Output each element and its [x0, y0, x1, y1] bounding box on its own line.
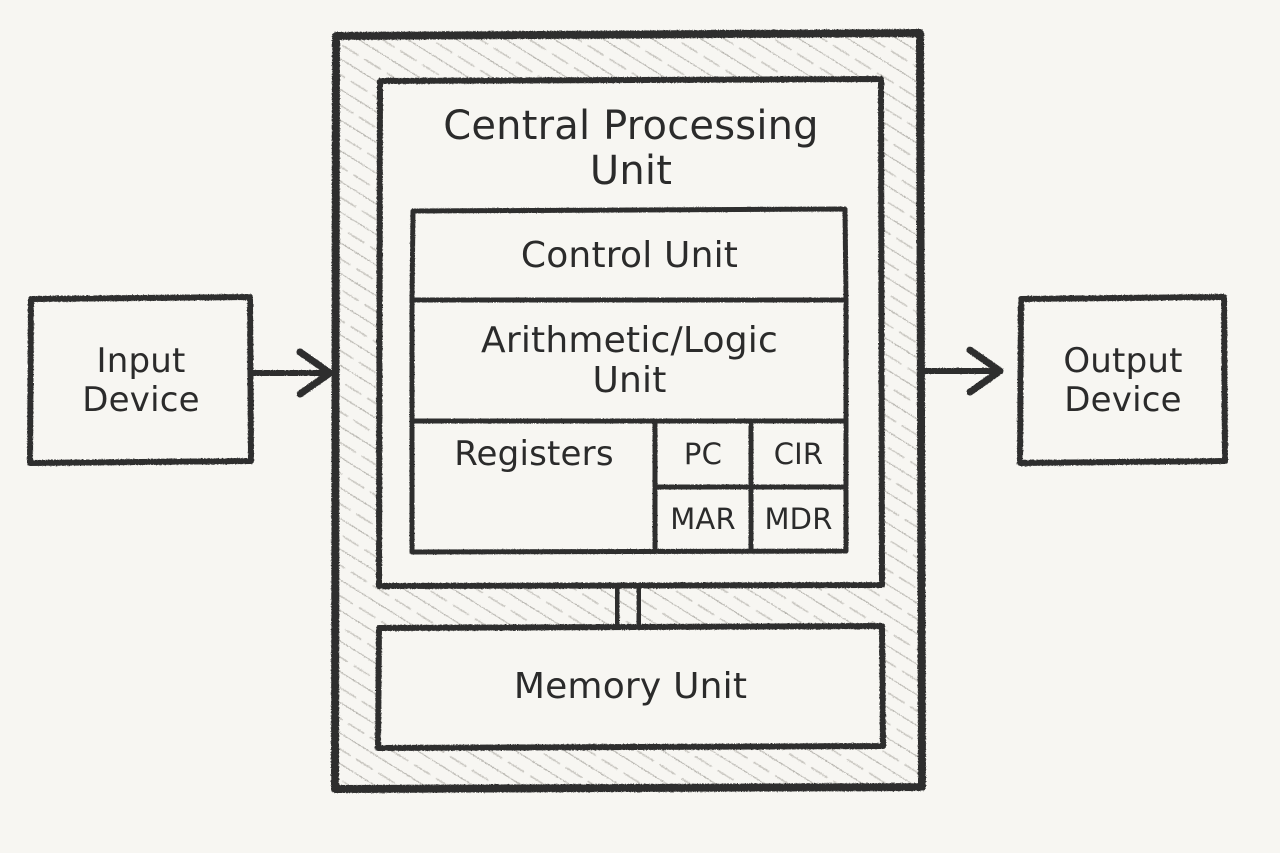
arrow-input-to-cpu-icon — [248, 348, 334, 398]
arrow-cpu-to-output-icon — [920, 346, 1004, 396]
alu-box — [409, 297, 849, 425]
memory-unit-box — [375, 623, 886, 751]
input-device-box — [27, 294, 254, 466]
control-unit-box — [409, 206, 849, 305]
output-device-box — [1017, 294, 1228, 466]
registers-box — [409, 418, 849, 555]
cpu-memory-bus — [614, 586, 642, 628]
register-grid — [652, 421, 846, 551]
